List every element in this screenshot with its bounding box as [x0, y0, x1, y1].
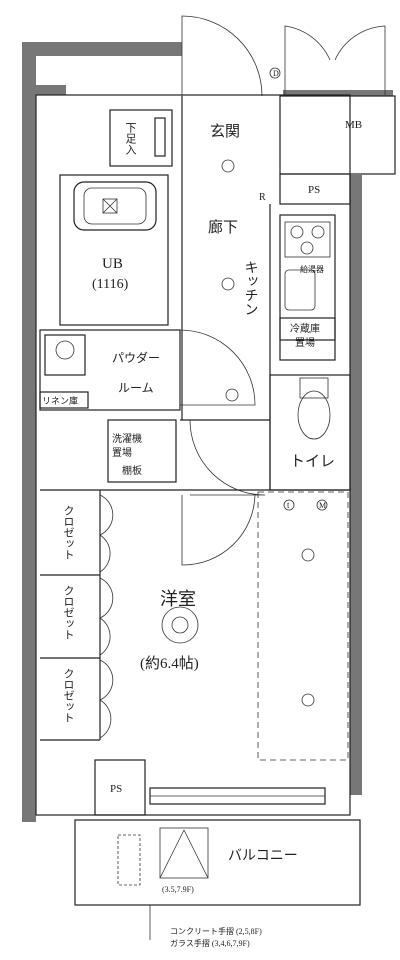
label-fridge-1: 冷蔵庫: [290, 322, 320, 335]
label-fridge-2: 置場: [295, 336, 315, 349]
shoe-box: [109, 109, 173, 167]
toilet-door: [189, 419, 266, 496]
left-wall: [22, 42, 36, 822]
kitchen-counter: [279, 214, 336, 341]
label-genkan: 玄関: [210, 123, 240, 140]
mark-r-top: R: [259, 192, 266, 203]
label-toilet: トイレ: [290, 454, 335, 470]
label-youshitsu-size: (約6.4帖): [140, 655, 199, 672]
room-door: [181, 494, 256, 566]
mark-m: M: [319, 501, 326, 510]
ps-bottom-box: [94, 759, 146, 816]
label-water-heater: 給湯器: [300, 264, 324, 274]
label-youshitsu: 洋室: [160, 589, 196, 609]
label-washer-2: 置場: [112, 446, 132, 459]
label-rail-2: ガラス手摺 (3,4,6,7,9F): [170, 938, 250, 948]
balcony-outline: [74, 819, 361, 906]
label-powder-1: パウダー: [112, 350, 160, 365]
drain-icon: [102, 198, 118, 214]
label-balcony-dim: (3.5,7.9F): [162, 885, 194, 894]
label-closet-1: クロゼット: [62, 505, 75, 560]
toilet-tank: [299, 377, 329, 399]
sink: [284, 269, 316, 311]
top-right-wall: [283, 90, 393, 96]
fridge-box: [279, 317, 336, 361]
toilet-bowl: [297, 390, 331, 440]
powder-door: [179, 329, 256, 406]
label-ps-bottom: PS: [110, 783, 122, 795]
linen-box: [39, 391, 89, 409]
light-room: [161, 606, 199, 644]
entrance-door: [181, 15, 263, 97]
label-ps-top: PS: [308, 184, 320, 196]
toilet-outline: [269, 374, 351, 491]
mb-box: [279, 95, 396, 175]
mb-door-right: [334, 25, 386, 96]
powder-room-outline: [39, 329, 181, 411]
label-balcony: バルコニー: [228, 849, 298, 864]
mb-door-left: [284, 25, 331, 96]
label-closet-2: クロゼット: [62, 585, 75, 640]
label-rail-1: コンクリート手摺 (2,5,8F): [170, 926, 262, 936]
bathtub-inner: [83, 187, 147, 225]
label-washer-1: 洗濯機: [112, 432, 142, 445]
room-ceiling-dashed: [257, 491, 349, 761]
mark-t: t: [287, 500, 290, 510]
shoe-box-shelf: [154, 117, 166, 157]
mid-left-wall: [36, 85, 66, 95]
label-ub: UB: [102, 256, 123, 272]
label-kitchen: キッチン: [243, 260, 258, 316]
bathtub: [73, 181, 157, 231]
right-wall: [350, 175, 362, 795]
label-closet-3: クロゼット: [62, 668, 75, 723]
label-ub-size: (1116): [92, 277, 129, 292]
label-rouka: 廊下: [208, 219, 238, 236]
washer-box: [107, 419, 177, 483]
ps-top-box: [279, 173, 351, 205]
label-powder-2: ルーム: [118, 381, 154, 395]
stove: [284, 221, 331, 258]
mark-d: D: [273, 69, 279, 78]
label-mb: MB: [345, 119, 362, 131]
washbasin: [44, 334, 86, 376]
label-shelf: 棚板: [122, 464, 142, 477]
balcony-hatch: [159, 827, 209, 879]
top-left-wall: [22, 42, 182, 56]
label-linen: リネン庫: [42, 395, 78, 406]
label-shoe-box: 下足入: [124, 122, 137, 155]
ub-outline: [59, 174, 169, 326]
